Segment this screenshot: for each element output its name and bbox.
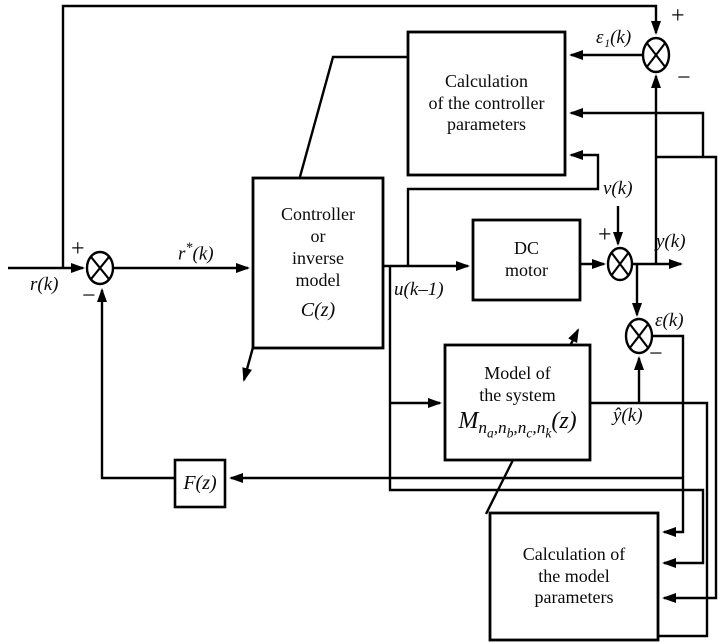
wire-u-to-model-params: [388, 266, 705, 568]
model-sym-c: c: [526, 425, 533, 441]
sign-v-plus: +: [598, 222, 612, 248]
wire-filter-to-r-junction: [97, 288, 175, 480]
label-eps: ε(k): [655, 310, 684, 331]
wire-r-to-eps1-plus: [61, 4, 661, 268]
model-sym-n1: n: [478, 418, 487, 438]
sign-eps-minus: −: [649, 341, 663, 367]
label-r-star: r*(k): [178, 241, 214, 263]
label-eps1: ε₁(k): [596, 27, 632, 48]
model-sym-b: b: [506, 425, 514, 441]
model-sym-n3: n: [517, 418, 527, 438]
wire-y-to-controller-params: [569, 108, 705, 157]
controller-line2: or: [310, 225, 326, 246]
model-sym-n4: n: [536, 418, 546, 438]
label-y: y(k): [656, 231, 686, 252]
model-block-box: [443, 343, 592, 462]
sum-junction-r-cross-icon: [89, 256, 111, 280]
sum-junction-v-cross-icon: [610, 252, 630, 276]
model-line1: Model of: [484, 362, 551, 383]
label-r-star-base: r: [178, 243, 186, 265]
filter-block-label: F(z): [177, 462, 223, 505]
label-y-hat: ŷ(k): [613, 405, 643, 426]
model-symbol: Mna,nb,nc,nk(z): [458, 407, 576, 443]
filter-symbol: F(z): [183, 472, 217, 495]
model-line2: the system: [479, 384, 556, 405]
dc-motor-block-box: [471, 218, 582, 302]
model-sym-a: a: [486, 425, 494, 441]
dc-motor-block-label: DC motor: [475, 222, 578, 298]
label-r-star-arg: (k): [192, 243, 214, 265]
wire-yhat-output: [590, 401, 709, 638]
model-params-line1: Calculation of: [522, 543, 626, 564]
model-sym-z: (z): [551, 407, 577, 434]
label-r: r(k): [30, 274, 59, 295]
controller-line1: Controller: [281, 203, 355, 224]
label-v: v(k): [603, 178, 633, 199]
model-sym-subscript: na,nb,nc,nk: [478, 418, 551, 440]
controller-params-line1: Calculation: [445, 70, 528, 91]
controller-params-line2: of the controller: [428, 92, 545, 113]
model-params-line2: the model: [538, 565, 610, 586]
controller-params-line3: parameters: [447, 114, 526, 135]
dc-motor-line2: motor: [505, 260, 548, 280]
controller-block-box: [251, 176, 385, 350]
sum-junction-eps1-cross-icon: [645, 42, 667, 68]
sign-r-minus: −: [82, 283, 96, 309]
label-r-star-sup: *: [185, 240, 193, 256]
controller-params-block-label: Calculation of the controller parameters: [410, 34, 563, 173]
model-sym-comma2: ,: [513, 418, 518, 438]
wire-y-to-model-params: [656, 155, 718, 603]
wire-group: [8, 4, 718, 638]
sign-eps1-minus: −: [677, 65, 691, 91]
sign-eps1-plus: +: [671, 3, 685, 29]
model-params-line3: parameters: [534, 587, 614, 608]
model-block-label: Model of the system Mna,nb,nc,nk(z): [447, 347, 588, 458]
controller-params-block-box: [406, 30, 567, 177]
model-sym-comma3: ,: [532, 418, 537, 438]
controller-block-label: Controller or inverse model C(z): [255, 180, 381, 346]
model-sym-k: k: [545, 425, 552, 441]
sign-r-plus: +: [71, 236, 85, 262]
model-sym-n2: n: [498, 418, 507, 438]
controller-line4: model: [295, 269, 341, 290]
filter-block-box: [173, 458, 227, 509]
summing-junctions: [85, 36, 671, 355]
dc-motor-line1: DC: [513, 238, 539, 259]
controller-symbol: C(z): [300, 298, 336, 321]
wire-eps-to-model-params: [652, 334, 685, 537]
wire-u-to-controller-params: [406, 150, 600, 266]
model-sym-comma1: ,: [493, 418, 499, 438]
label-u: u(k–1): [394, 279, 444, 300]
controller-line3: inverse: [292, 247, 344, 268]
model-sym-M: M: [458, 407, 479, 434]
sum-junction-eps-cross-icon: [628, 323, 650, 349]
model-params-block-label: Calculation of the model parameters: [492, 515, 656, 638]
model-params-block-box: [488, 511, 660, 642]
